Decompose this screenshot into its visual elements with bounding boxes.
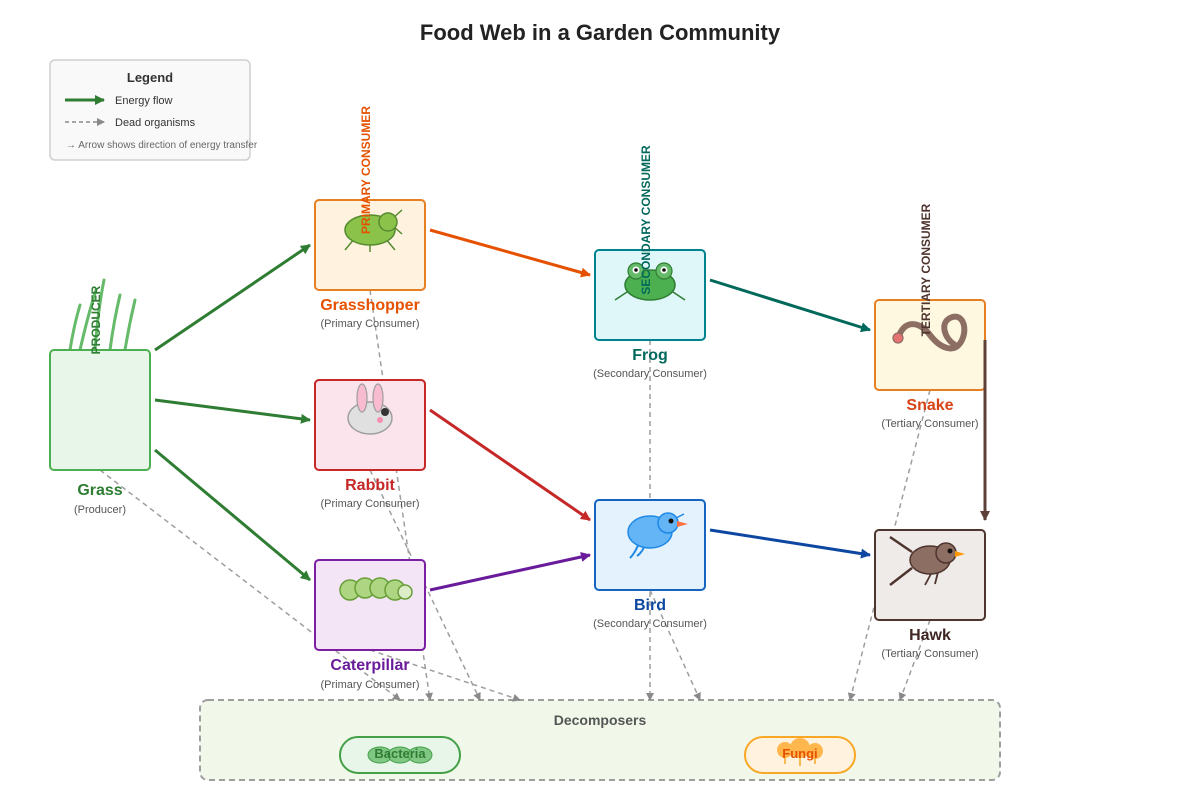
frog-name: Frog [632, 347, 668, 364]
legend: Legend Energy flow Dead organisms → Arro… [49, 59, 258, 161]
snake-icon [892, 313, 968, 352]
caterpillar-role: (Primary Consumer) [320, 679, 419, 691]
arrow-grass-grasshopper [154, 243, 311, 352]
grasshopper-name: Grasshopper [320, 297, 420, 314]
arrow-grasshopper-frog [429, 228, 591, 278]
snake-node: Snake (Tertiary Consumer) [874, 299, 986, 430]
frog-icon [614, 262, 686, 301]
grass-node: Grass (Producer) [49, 278, 151, 516]
grasshopper-icon [344, 209, 403, 252]
dead-organism-links [99, 289, 931, 702]
bird-role: (Secondary Consumer) [593, 618, 707, 630]
energy-flow-arrows [154, 228, 990, 592]
decomposers-title: Decomposers [554, 712, 647, 728]
legend-energy-label: Energy flow [115, 95, 173, 107]
grasshopper-node: Grasshopper (Primary Consumer) [314, 199, 426, 330]
hawk-role: (Tertiary Consumer) [881, 648, 978, 660]
bacteria-icon [367, 746, 433, 764]
arrow-rabbit-bird [429, 408, 591, 522]
bacteria-label: Bacteria [374, 746, 426, 761]
arrow-frog-snake [709, 278, 871, 333]
rabbit-icon [347, 383, 393, 435]
snake-role: (Tertiary Consumer) [881, 418, 978, 430]
frog-role: (Secondary Consumer) [593, 368, 707, 380]
grass-role: (Producer) [74, 504, 126, 516]
trophic-label-primary: PRIMARY CONSUMER [359, 106, 373, 234]
fungi-icon [777, 738, 823, 766]
bird-node: Bird (Secondary Consumer) [593, 499, 707, 630]
arrow-grass-rabbit [154, 398, 311, 424]
rabbit-node: Rabbit (Primary Consumer) [314, 379, 426, 510]
legend-note: → Arrow shows direction of energy transf… [66, 140, 258, 151]
caterpillar-name: Caterpillar [330, 657, 409, 674]
legend-title: Legend [127, 70, 173, 85]
snake-name: Snake [906, 397, 953, 414]
grass-blades-icon [68, 278, 137, 352]
dead-link-grass [99, 469, 401, 701]
arrow-grass-caterpillar [154, 448, 311, 582]
dead-link-bird [649, 589, 701, 701]
caterpillar-node: Caterpillar (Primary Consumer) [314, 559, 426, 691]
bird-name: Bird [634, 597, 666, 614]
grasshopper-role: (Primary Consumer) [320, 318, 419, 330]
hawk-name: Hawk [909, 627, 951, 644]
arrow-caterpillar-bird [429, 552, 591, 592]
bacteria-node: Bacteria [339, 736, 461, 774]
legend-dead-label: Dead organisms [115, 117, 196, 129]
trophic-label-producer: PRODUCER [89, 285, 103, 354]
arrow-bird-hawk [709, 528, 871, 559]
caterpillar-icon [339, 577, 413, 601]
grass-name: Grass [77, 482, 122, 499]
rabbit-name: Rabbit [345, 477, 395, 494]
fungi-node: Fungi [744, 736, 856, 774]
diagram-title: Food Web in a Garden Community [420, 20, 781, 45]
fungi-label: Fungi [782, 746, 817, 761]
hawk-node: Hawk (Tertiary Consumer) [874, 529, 986, 660]
trophic-label-secondary: SECONDARY CONSUMER [639, 145, 653, 295]
trophic-label-tertiary: TERTIARY CONSUMER [919, 203, 933, 336]
decomposers-box: Decomposers Bacteria Fungi [199, 699, 1001, 781]
hawk-icon [889, 535, 965, 586]
frog-node: Frog (Secondary Consumer) [593, 249, 707, 380]
bird-icon [627, 512, 688, 559]
rabbit-role: (Primary Consumer) [320, 498, 419, 510]
